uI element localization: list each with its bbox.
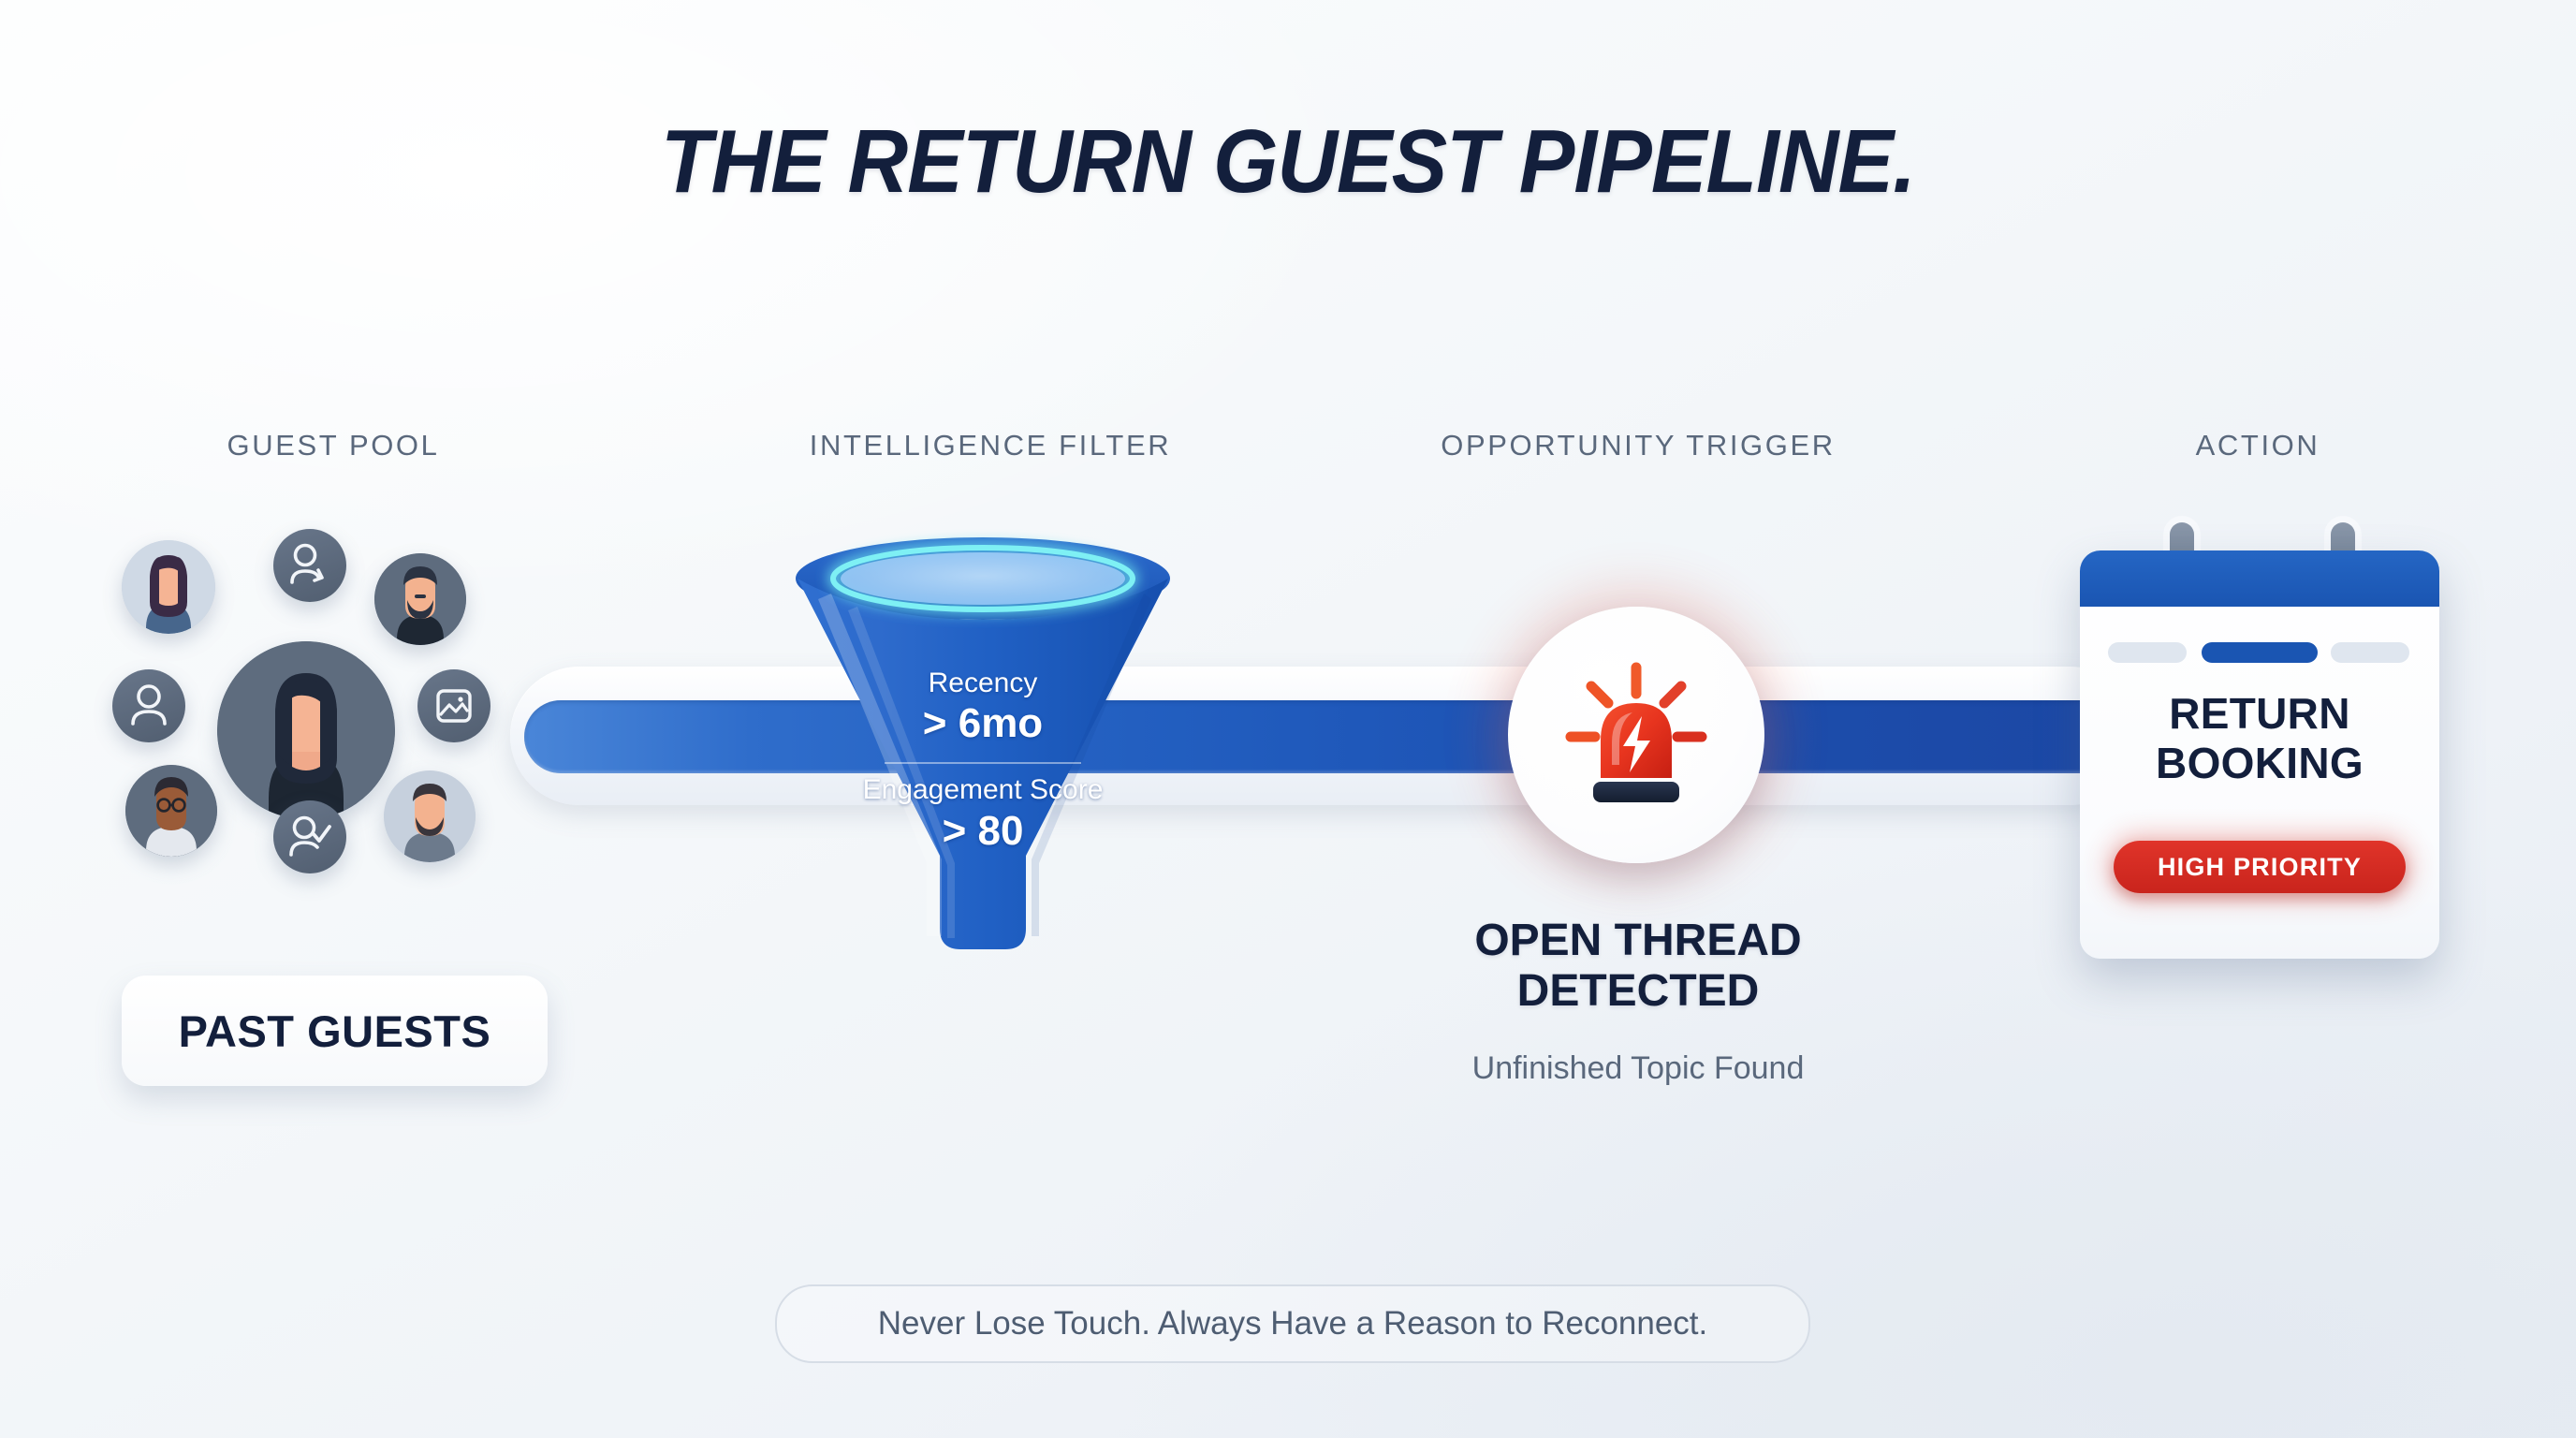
siren-alert-icon	[1565, 662, 1707, 802]
high-priority-badge[interactable]: HIGH PRIORITY	[2114, 841, 2406, 893]
user-outline-icon	[131, 684, 167, 726]
calendar-header	[2080, 550, 2439, 607]
calendar-title-line-2: BOOKING	[2156, 739, 2364, 788]
trigger-title: OPEN THREAD DETECTED	[1348, 916, 1928, 1017]
guest-pool-cluster	[112, 520, 552, 941]
footer-tagline: Never Lose Touch. Always Have a Reason t…	[775, 1284, 1810, 1363]
avatar-user-outline-icon[interactable]	[112, 669, 185, 742]
page-title: THE RETURN GUEST PIPELINE.	[661, 111, 1916, 212]
calendar-placeholder-bar-2	[2202, 642, 2318, 663]
user-check-icon	[289, 815, 331, 857]
stage-label-guest-pool: GUEST POOL	[227, 429, 440, 462]
avatar-bearded-man[interactable]	[374, 553, 466, 645]
avatar-user-check-icon[interactable]	[273, 800, 346, 873]
stage-label-intelligence-filter: INTELLIGENCE FILTER	[809, 429, 1172, 462]
intelligence-filter-funnel: Recency > 6mo Engagement Score > 80	[777, 526, 1189, 976]
avatar-photo-icon[interactable]	[417, 669, 490, 742]
stage-label-opportunity-trigger: OPPORTUNITY TRIGGER	[1441, 429, 1836, 462]
trigger-subtitle: Unfinished Topic Found	[1471, 1050, 1805, 1086]
pipeline-flow-bar	[524, 700, 2134, 773]
calendar-title: RETURN BOOKING	[2080, 689, 2439, 789]
calendar-placeholder-bar-3	[2331, 642, 2409, 663]
funnel-icon	[796, 537, 1170, 949]
avatar-primary-woman[interactable]	[217, 641, 395, 819]
calendar-placeholder-bar-1	[2108, 642, 2187, 663]
trigger-title-line-2: DETECTED	[1516, 966, 1760, 1017]
trigger-title-line-1: OPEN THREAD	[1474, 916, 1802, 965]
opportunity-trigger-badge[interactable]	[1508, 607, 1764, 863]
image-icon	[436, 689, 472, 723]
calendar-title-line-1: RETURN	[2169, 689, 2350, 738]
action-calendar-card[interactable]: RETURN BOOKING HIGH PRIORITY	[2080, 550, 2439, 959]
stage-label-action: ACTION	[2195, 429, 2320, 462]
avatar-man-glasses[interactable]	[125, 765, 217, 857]
past-guests-badge[interactable]: PAST GUESTS	[122, 976, 548, 1086]
avatar-woman-bob[interactable]	[122, 540, 215, 634]
avatar-man-beard-grey[interactable]	[384, 770, 476, 862]
user-return-icon	[290, 543, 324, 584]
avatar-user-return-icon[interactable]	[273, 529, 346, 602]
